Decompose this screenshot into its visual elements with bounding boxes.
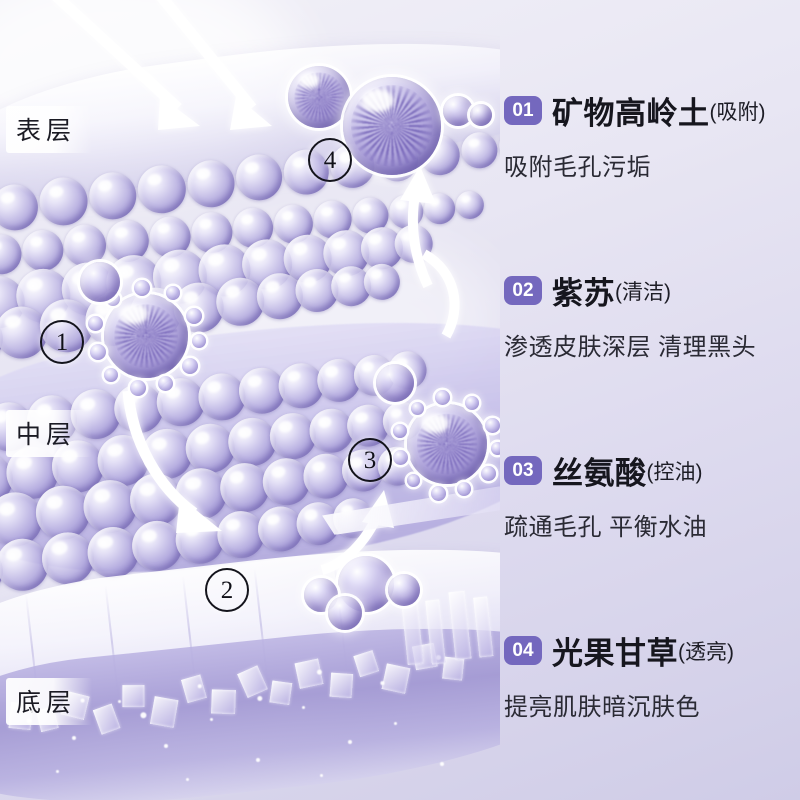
upward-transport-arrow [400,166,436,289]
ingredient-item-04: 04 光果甘草 (透亮) 提亮肌肤暗沉肤色 [504,628,800,722]
step-marker-2-label: 2 [220,576,234,604]
layer-label-bottom: 底层 [6,678,93,725]
layer-label-surface: 表层 [6,106,93,153]
ingredient-01-function: (吸附) [709,100,766,124]
downward-penetration-arrow [122,390,222,533]
bubble-cluster-bottom [300,548,440,638]
step-marker-1-label: 1 [55,328,69,356]
ingredient-03-function: (控油) [646,460,703,484]
surface-cell-row-secondary [0,175,500,277]
ingredient-04-number: 04 [512,639,534,661]
step-marker-4: 4 [308,138,352,182]
surface-bubble-a [443,96,473,126]
ingredient-02-number: 02 [512,279,534,301]
ingredient-04-badge: 04 [504,636,542,665]
free-bubble-1 [80,262,120,302]
layer-label-bottom-text: 底层 [16,689,77,717]
ingredient-02-badge: 02 [504,276,542,305]
ingredient-03-badge: 03 [504,456,542,485]
free-bubble-3 [376,364,414,402]
layer-label-surface-text: 表层 [16,117,77,145]
skin-layer-illustration: 4 1 3 2 表层 中层 底层 [0,0,500,800]
ingredient-03-heading: 03 丝氨酸 (控油) [504,448,800,493]
ingredient-04-description: 提亮肌肤暗沉肤色 [504,694,700,721]
ambient-glow-top [0,0,300,180]
ingredient-03-number: 03 [512,459,534,481]
molecule-sphere-small-top [288,66,350,128]
upper-dermis-row-1 [0,195,500,333]
molecule-sphere-large-top [343,77,441,175]
step-marker-2: 2 [205,568,249,612]
layer-label-middle-text: 中层 [16,421,77,449]
ingredient-list: 01 矿物高岭土 (吸附) 吸附毛孔污垢 02 紫苏 (清洁) 渗透皮肤深层 清… [500,0,800,800]
ingredient-02-function: (清洁) [615,280,671,304]
ingredient-02-name: 紫苏 [552,276,615,311]
ingredient-01-heading: 01 矿物高岭土 (吸附) [504,88,800,133]
ingredient-item-02: 02 紫苏 (清洁) 渗透皮肤深层 清理黑头 [504,268,800,362]
step-marker-1: 1 [40,320,84,364]
return-flow-arrow [421,249,460,339]
step-marker-4-label: 4 [323,146,337,174]
ingredient-02-description: 渗透皮肤深层 清理黑头 [504,334,757,361]
ingredient-01-number: 01 [512,99,534,121]
ingredient-item-01: 01 矿物高岭土 (吸附) 吸附毛孔污垢 [504,88,800,182]
molecule-cluster-3 [385,382,500,508]
ingredient-04-function: (透亮) [678,640,734,664]
ingredient-item-03: 03 丝氨酸 (控油) 疏通毛孔 平衡水油 [504,448,800,542]
ingredient-04-name: 光果甘草 [552,636,678,671]
ingredient-01-badge: 01 [504,96,542,125]
step-marker-3: 3 [348,438,392,482]
ingredient-01-name: 矿物高岭土 [552,96,710,131]
ingredient-02-heading: 02 紫苏 (清洁) [504,268,800,313]
ingredient-01-description: 吸附毛孔污垢 [504,154,651,181]
surface-bubble-b [470,104,492,126]
step-marker-3-label: 3 [363,446,377,474]
ingredient-04-heading: 04 光果甘草 (透亮) [504,628,800,673]
ingredient-03-description: 疏通毛孔 平衡水油 [504,514,708,541]
layer-label-middle: 中层 [6,410,93,457]
ingredient-03-name: 丝氨酸 [552,456,647,491]
